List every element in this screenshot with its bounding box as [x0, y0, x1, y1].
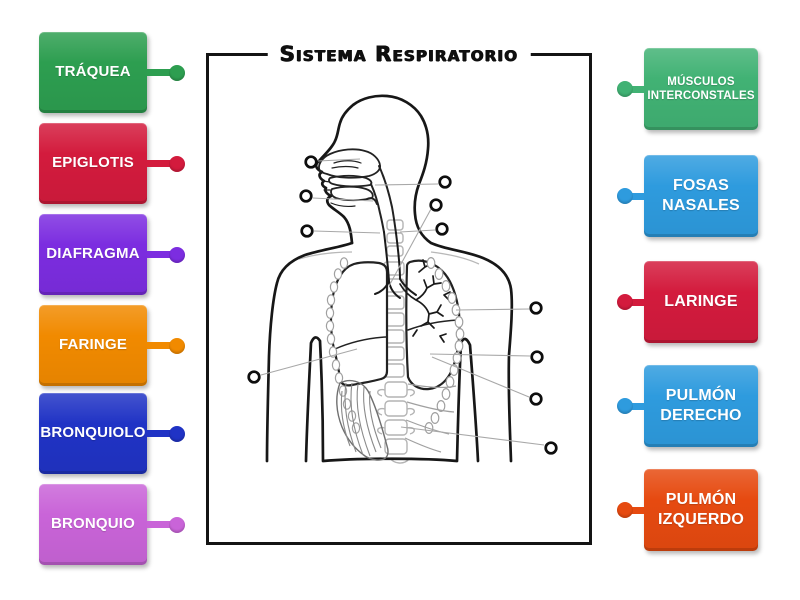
- drop-zone-3[interactable]: [300, 224, 314, 238]
- connector-stem: [629, 402, 644, 410]
- trachea-and-bronchi: [374, 231, 451, 343]
- connector-stem: [629, 506, 644, 514]
- connector-dot: [169, 337, 185, 354]
- respiratory-system-illustration: [247, 94, 558, 464]
- label-text: FARINGE: [58, 336, 128, 354]
- label-text: BRONQUIO: [50, 515, 136, 533]
- drop-zone-11[interactable]: [247, 370, 261, 384]
- label-text: EPIGLOTIS: [52, 154, 134, 172]
- connector-dot: [617, 188, 633, 204]
- connector-dot: [169, 64, 185, 81]
- connector-stem: [147, 342, 173, 349]
- label-diafragma[interactable]: DIAFRAGMA: [39, 214, 185, 295]
- drop-zone-6[interactable]: [435, 222, 449, 236]
- lungs: [329, 259, 461, 391]
- rib-cage: [325, 257, 465, 453]
- connector-stem: [147, 160, 173, 167]
- drop-zone-9[interactable]: [529, 392, 543, 406]
- connector-dot: [169, 516, 185, 533]
- label-text: PULMÓN IZQUERDO: [657, 491, 745, 528]
- nasal-and-mouth: [318, 148, 397, 234]
- label-bronquiolo[interactable]: BRONQUIOLO: [39, 393, 185, 474]
- label-fosas-nasales[interactable]: FOSAS NASALES: [617, 155, 758, 237]
- label-text: LARINGE: [664, 293, 738, 310]
- connector-dot: [617, 81, 633, 97]
- label-text: DIAFRAGMA: [46, 245, 140, 263]
- label-traquea[interactable]: TRÁQUEA: [39, 32, 185, 113]
- connector-dot: [169, 155, 185, 172]
- clavicles: [298, 251, 480, 265]
- drop-zone-10[interactable]: [544, 441, 558, 455]
- leader-lines: [260, 158, 545, 446]
- drop-zone-1[interactable]: [304, 155, 318, 169]
- connector-stem: [629, 298, 644, 306]
- label-text: BRONQUIOLO: [40, 424, 146, 442]
- connector-dot: [169, 425, 185, 442]
- label-bronquio[interactable]: BRONQUIO: [39, 484, 185, 565]
- connector-stem: [147, 251, 173, 258]
- label-musculos-interconstales[interactable]: MÚSCULOS INTERCONSTALES: [617, 48, 758, 130]
- diagram-title: Sistema Respiratorio: [267, 40, 531, 68]
- connector-stem: [147, 430, 173, 437]
- label-text: PULMÓN DERECHO: [660, 387, 742, 424]
- drop-zone-4[interactable]: [438, 175, 452, 189]
- drop-zone-2[interactable]: [299, 189, 313, 203]
- left-lung-shape: [405, 259, 461, 391]
- label-epiglotis[interactable]: EPIGLOTIS: [39, 123, 185, 204]
- connector-dot: [617, 398, 633, 414]
- drop-zones: [247, 155, 558, 455]
- label-pulmon-izquerdo[interactable]: PULMÓN IZQUERDO: [617, 469, 758, 551]
- connector-stem: [147, 69, 173, 76]
- connector-dot: [169, 246, 185, 263]
- label-text: FOSAS NASALES: [662, 177, 740, 214]
- diaphragm: [336, 379, 389, 461]
- label-text: TRÁQUEA: [55, 63, 131, 81]
- connector-dot: [617, 294, 633, 310]
- label-pulmon-derecho[interactable]: PULMÓN DERECHO: [617, 365, 758, 447]
- drop-zone-7[interactable]: [529, 301, 543, 315]
- drop-zone-8[interactable]: [530, 350, 544, 364]
- label-laringe[interactable]: LARINGE: [617, 261, 758, 343]
- connector-stem: [147, 521, 173, 528]
- connector-stem: [629, 192, 644, 200]
- body-outline: [265, 94, 514, 463]
- drop-zone-5[interactable]: [429, 198, 443, 212]
- connector-stem: [629, 85, 644, 93]
- connector-dot: [617, 502, 633, 518]
- label-text: MÚSCULOS INTERCONSTALES: [647, 75, 755, 102]
- label-faringe[interactable]: FARINGE: [39, 305, 185, 386]
